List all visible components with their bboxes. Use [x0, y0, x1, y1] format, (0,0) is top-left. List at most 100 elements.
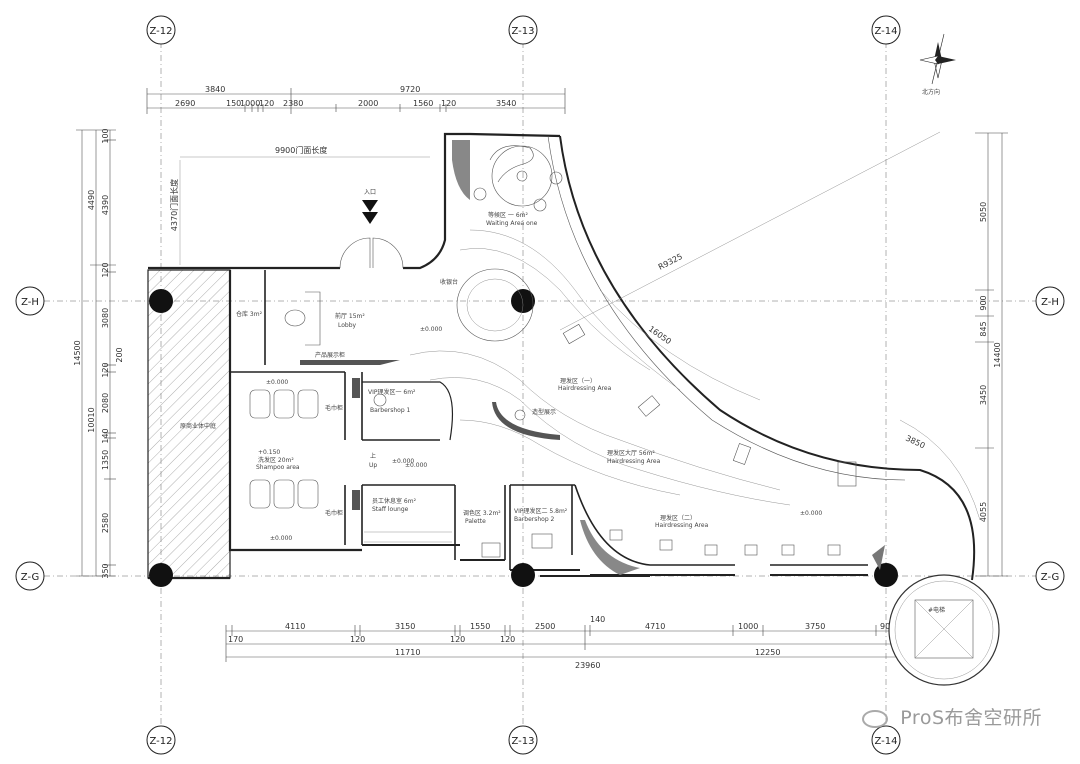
svg-text:9720: 9720 [400, 85, 420, 94]
center-display: 造型展示 [492, 402, 560, 440]
barbershop-2: VIP理发区二 5.8m² Barbershop 2 [514, 507, 568, 549]
dimensions-left: 14500 4490 10010 100 4390 120 3080 120 2… [73, 128, 124, 578]
svg-text:9900门面长度: 9900门面长度 [275, 145, 327, 155]
svg-text:Hairdressing Area: Hairdressing Area [607, 458, 661, 465]
svg-text:Z-G: Z-G [1041, 572, 1059, 583]
svg-text:毛巾柜: 毛巾柜 [325, 404, 343, 412]
svg-text:Z-13: Z-13 [511, 26, 534, 37]
svg-text:14500: 14500 [73, 340, 82, 365]
svg-text:2000: 2000 [358, 99, 378, 108]
north-arrow: 北方向 [919, 33, 956, 96]
watermark: ProS布舍空研所 [861, 703, 1042, 730]
hairdressing-area-1: 理发区（一） Hairdressing Area [558, 323, 857, 487]
svg-text:收银台: 收银台 [440, 278, 458, 286]
svg-text:10010: 10010 [87, 407, 96, 432]
svg-text:+0.150: +0.150 [258, 449, 280, 456]
svg-text:Z-12: Z-12 [149, 736, 172, 747]
palette-room: 调色区 3.2m² Palette [463, 509, 501, 558]
svg-text:14400: 14400 [993, 342, 1002, 367]
svg-text:4055: 4055 [979, 502, 988, 522]
svg-text:Z-12: Z-12 [149, 26, 172, 37]
svg-text:3850: 3850 [904, 434, 926, 451]
structural-columns [149, 289, 898, 587]
svg-text:2690: 2690 [175, 99, 195, 108]
svg-text:1000: 1000 [738, 622, 758, 631]
svg-text:3540: 3540 [496, 99, 516, 108]
svg-text:Hairdressing Area: Hairdressing Area [558, 385, 612, 392]
svg-text:3840: 3840 [205, 85, 225, 94]
svg-text:120: 120 [441, 99, 456, 108]
svg-text:140: 140 [101, 428, 110, 443]
svg-text:1560: 1560 [413, 99, 433, 108]
svg-text:入口: 入口 [364, 189, 376, 196]
svg-text:Z-13: Z-13 [511, 736, 534, 747]
barbershop-1: VIP理发区一 6m² Barbershop 1 [352, 378, 416, 510]
svg-text:R9325: R9325 [657, 252, 684, 272]
svg-text:毛巾柜: 毛巾柜 [325, 509, 343, 517]
waiting-area: 等候区 一 6m² Waiting Area one [452, 140, 563, 227]
svg-text:4390: 4390 [101, 195, 110, 215]
svg-text:理发区（一）: 理发区（一） [560, 377, 596, 385]
svg-text:350: 350 [101, 563, 110, 578]
svg-text:3080: 3080 [101, 308, 110, 328]
svg-text:12250: 12250 [755, 648, 780, 657]
svg-text:前厅 15m²: 前厅 15m² [335, 312, 365, 320]
svg-text:2500: 2500 [535, 622, 555, 631]
axis-bubble-right-zh: Z-H [1035, 286, 1065, 316]
atrium-strip: 原商业体中庭 [147, 269, 231, 579]
svg-text:23960: 23960 [575, 661, 600, 670]
svg-text:150: 150 [226, 99, 241, 108]
svg-text:Lobby: Lobby [338, 322, 357, 329]
svg-text:3150: 3150 [395, 622, 415, 631]
svg-text:Z-H: Z-H [21, 297, 39, 308]
svg-text:VIP理发区二 5.8m²: VIP理发区二 5.8m² [514, 507, 568, 515]
svg-text:Hairdressing Area: Hairdressing Area [655, 522, 709, 529]
svg-text:3750: 3750 [805, 622, 825, 631]
svg-text:±0.000: ±0.000 [392, 458, 414, 465]
svg-text:200: 200 [115, 347, 124, 362]
svg-text:4490: 4490 [87, 190, 96, 210]
svg-text:Up: Up [369, 462, 377, 469]
svg-text:北方向: 北方向 [922, 88, 940, 96]
axis-bubble-right-zg: Z-G [1035, 561, 1065, 591]
svg-text:Z-G: Z-G [21, 572, 39, 583]
svg-text:Shampoo area: Shampoo area [256, 464, 300, 471]
svg-text:理发区大厅 56m²: 理发区大厅 56m² [607, 449, 655, 457]
svg-text:140: 140 [590, 615, 605, 624]
entrance-door: 入口 [339, 189, 404, 269]
axis-bubble-top-z13: Z-13 [508, 15, 538, 45]
svg-text:11710: 11710 [395, 648, 420, 657]
svg-text:产品展示柜: 产品展示柜 [315, 351, 345, 359]
interior-walls: 产品展示柜 [230, 270, 640, 575]
svg-text:4710: 4710 [645, 622, 665, 631]
svg-text:±0.000: ±0.000 [420, 326, 442, 333]
svg-text:120: 120 [450, 635, 465, 644]
svg-text:员工休息室 6m²: 员工休息室 6m² [372, 497, 417, 505]
axis-bubble-top-z12: Z-12 [146, 15, 176, 45]
svg-text:Waiting Area one: Waiting Area one [486, 220, 538, 227]
svg-text:Z-14: Z-14 [874, 26, 897, 37]
axis-bubble-bottom-z14: Z-14 [871, 725, 901, 755]
svg-text:Barbershop 1: Barbershop 1 [370, 407, 411, 414]
svg-text:Staff lounge: Staff lounge [372, 506, 409, 513]
svg-text:2080: 2080 [101, 393, 110, 413]
svg-text:120: 120 [259, 99, 274, 108]
svg-text:±0.000: ±0.000 [270, 535, 292, 542]
svg-text:±0.000: ±0.000 [266, 379, 288, 386]
dimensions-top: 3840 9720 2690 150 1000 120 2380 2000 15… [146, 85, 566, 114]
svg-text:理发区（二）: 理发区（二） [660, 514, 696, 522]
svg-text:4370门面长度: 4370门面长度 [169, 179, 179, 231]
svg-text:2380: 2380 [283, 99, 303, 108]
svg-text:170: 170 [228, 635, 243, 644]
dimensions-bottom: 4110 3150 1550 2500 140 4710 1000 3750 9… [225, 615, 973, 670]
watermark-text: ProS布舍空研所 [900, 707, 1042, 729]
svg-text:原商业体中庭: 原商业体中庭 [180, 422, 216, 430]
axis-bubble-top-z14: Z-14 [871, 15, 901, 45]
floor-contours [409, 229, 791, 506]
shampoo-area: ±0.000 洗发区 20m² Shampoo area +0.150 毛巾柜 … [249, 379, 414, 542]
dimensions-right: 5050 900 845 3450 4055 14400 [975, 132, 1008, 577]
svg-text:1000: 1000 [240, 99, 260, 108]
staff-lounge: 员工休息室 6m² Staff lounge [364, 497, 452, 543]
axis-bubble-bottom-z13: Z-13 [508, 725, 538, 755]
